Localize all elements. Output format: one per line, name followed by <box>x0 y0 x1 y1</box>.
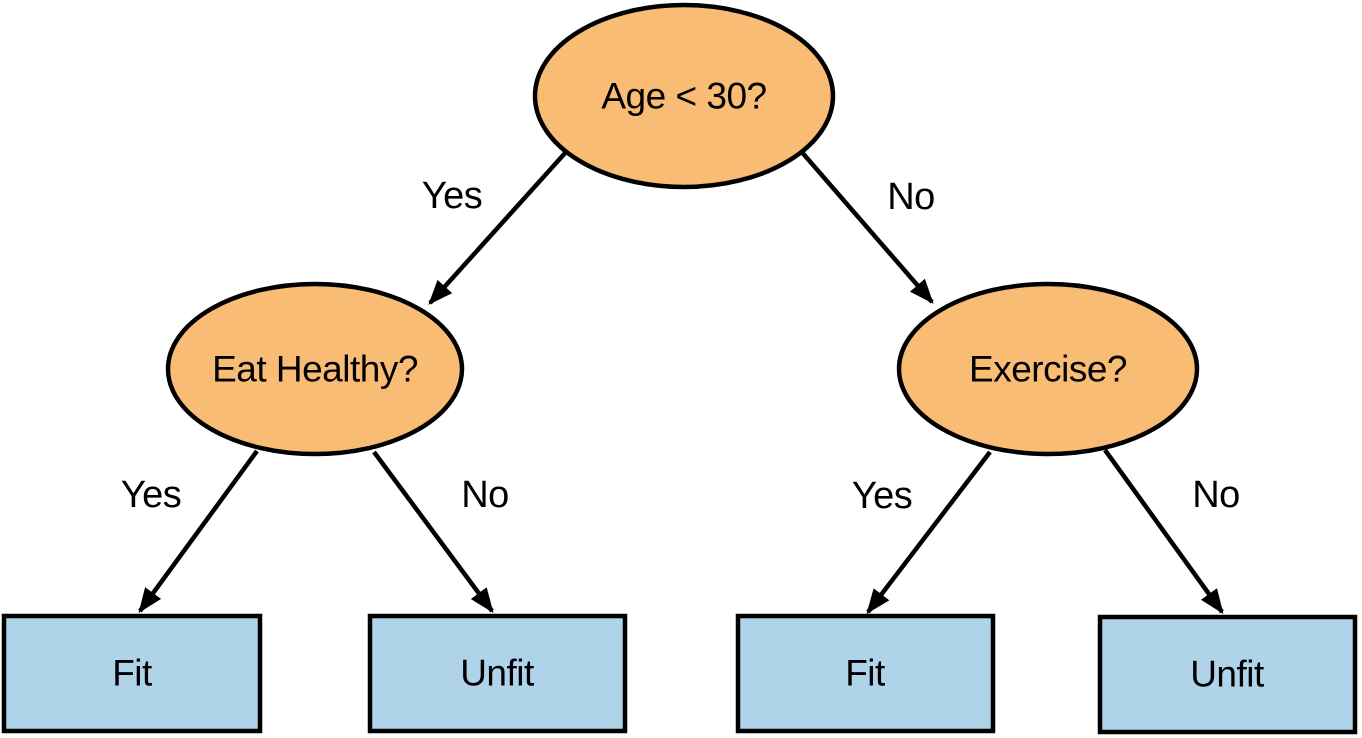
node-label: Unfit <box>460 653 535 694</box>
node-unfit-right: Unfit <box>1097 614 1358 735</box>
decision-node-shape <box>532 2 836 190</box>
edges <box>138 148 1224 615</box>
decision-node-shape <box>896 281 1200 457</box>
edge-exercise-to-unfit <box>1103 448 1224 615</box>
outcome-node-shape <box>735 613 996 734</box>
edge-label-no-root: No <box>887 176 935 218</box>
node-label: Fit <box>845 653 886 694</box>
node-label: Fit <box>112 653 153 694</box>
node-exercise: Exercise? <box>896 281 1200 457</box>
node-label: Exercise? <box>969 349 1127 390</box>
decision-node-shape <box>165 281 465 457</box>
edge-labels: Yes No Yes No Yes No <box>121 175 1241 517</box>
outcome-node-shape <box>1097 614 1358 735</box>
edge-eat-healthy-to-fit <box>138 449 259 613</box>
edge-label-no-exercise: No <box>1192 474 1240 516</box>
edge-label-no-eat-healthy: No <box>461 474 509 516</box>
node-fit-right: Fit <box>735 613 996 734</box>
edge-eat-healthy-to-unfit <box>372 450 494 613</box>
node-unfit-left: Unfit <box>367 613 628 734</box>
node-age: Age < 30? <box>532 2 836 190</box>
node-eat-healthy: Eat Healthy? <box>165 281 465 457</box>
edge-age-to-eat-healthy <box>428 150 568 305</box>
node-fit-left: Fit <box>1 613 263 734</box>
edge-label-yes-eat-healthy: Yes <box>121 474 182 516</box>
edge-label-yes-root: Yes <box>422 175 483 217</box>
edge-exercise-to-fit <box>866 450 992 614</box>
node-label: Unfit <box>1190 654 1265 695</box>
outcome-node-shape <box>1 613 263 734</box>
outcome-node-shape <box>367 613 628 734</box>
node-label: Age < 30? <box>601 76 766 117</box>
node-label: Eat Healthy? <box>212 349 418 390</box>
edge-label-yes-exercise: Yes <box>852 475 913 517</box>
edge-age-to-exercise <box>798 148 934 304</box>
